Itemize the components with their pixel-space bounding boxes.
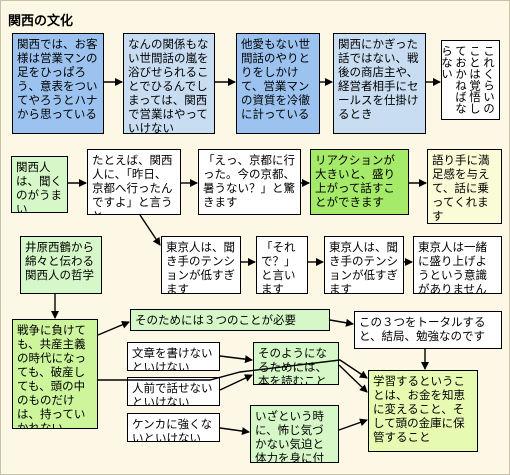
- box-satisfy-speaker: 語り手に満足感を与えて、話に乗ってくれます: [427, 149, 502, 224]
- box-big-reaction: リアクションが大きいと、盛り上がって話すことができます: [310, 149, 409, 215]
- box-ihara-philosophy: 井原西鶴から綿々と伝わる関西人の哲学: [20, 236, 102, 294]
- box-read-books: そのようになるためには、本を読むこと: [253, 342, 339, 385]
- box-kyoto-reaction: 「えっ、京都に行った。今の京都、暑うない？」と驚きます: [198, 149, 301, 215]
- box-kyoto-example: たとえば、関西人に、「昨日、京都へ行ったんですよ」と言うと: [87, 149, 181, 215]
- box-be-prepared: これくらいのことは覚悟しておかねばならない: [441, 40, 500, 120]
- box-strong-in-fight: ケンカに強くないといけない: [127, 413, 220, 442]
- box-not-only-kansai: 関西にかぎった話ではない、戦後の商店主や、経営者相手にセールスを仕掛けるとき: [333, 33, 426, 134]
- box-war-communism: 戦争に負けても、共産主義の時代になっても、破産しても、頭の中のものだけは、持って…: [12, 319, 98, 429]
- box-write-writing: 文章を書けないといけない: [127, 342, 220, 371]
- box-total-is-study: この３つをトータルすると、結局、勉強なのです: [354, 311, 502, 349]
- box-kansai-customers: 関西では、お客様は営業マンの足をひっぱろう、意表をついてやろうとハナから思ってい…: [12, 33, 104, 134]
- box-small-talk-storm: なんの関係もない世間話の嵐を浴びせられることでひるんでしまっては、関西で営業はや…: [123, 33, 215, 134]
- diagram-title: 関西の文化: [8, 14, 74, 29]
- box-tokyo-low-tension-2: 東京人は、聞き手のテンションが低すぎます: [324, 236, 404, 294]
- box-speak-public: 人前で話せないといけない: [127, 377, 220, 406]
- box-good-listeners: 関西人は、聞くのがうまい: [11, 156, 68, 213]
- box-tokyo-low-tension-1: 東京人は、聞き手のテンションが低すぎます: [161, 236, 241, 294]
- box-three-things-needed: そのためには３つのことが必要: [130, 309, 330, 331]
- box-learning-means: 学習するということは、お金を知恵に変えること、そして頭の金庫に保管すること: [368, 370, 478, 452]
- box-sorede: 「それで？」と言います: [256, 236, 308, 294]
- box-tokyo-no-excitement: 東京人は一緒に盛り上げようという意識がありません: [413, 236, 502, 294]
- box-courage-stamina: いざという時に、怖じ気づかない気迫と体力を身に付けること: [250, 405, 339, 463]
- box-measure-qualities: 他愛もない世間話のやりとりをしかけて、営業マンの資質を冷徹に計っている: [236, 33, 320, 134]
